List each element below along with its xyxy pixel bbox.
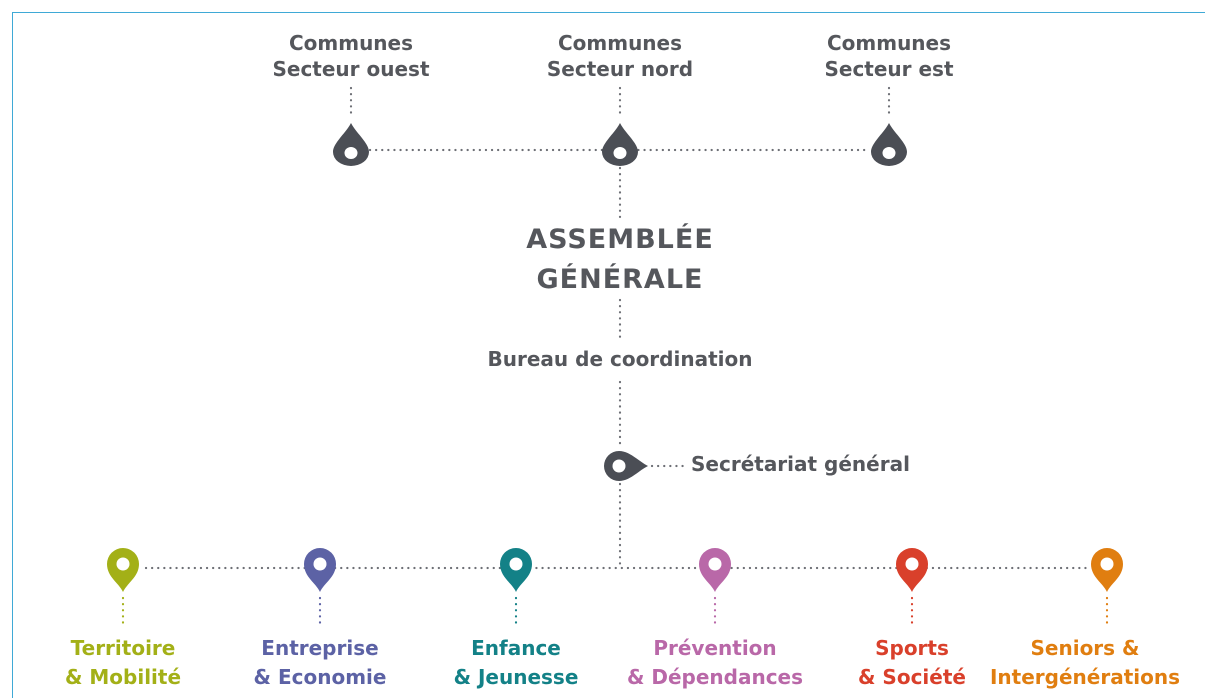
sideways-drop-icon [604, 451, 648, 481]
map-pin-icon [896, 548, 928, 592]
commission-line2: & Mobilité [64, 665, 182, 689]
commission-enfance-label: Enfance & Jeunesse [396, 634, 636, 692]
commune-nord-label: Communes Secteur nord [510, 30, 730, 82]
commission-line1: Seniors & [1030, 636, 1140, 660]
commission-line1: Prévention [653, 636, 777, 660]
commission-territoire-label: Territoire & Mobilité [3, 634, 243, 692]
assembly-line1: ASSEMBLÉE [526, 224, 714, 255]
commission-seniors-label: Seniors & Intergénérations [965, 634, 1205, 692]
drop-icon [871, 123, 907, 166]
commission-line2: & Société [858, 665, 966, 689]
secretariat-label: Secrétariat général [691, 452, 910, 476]
frame-border-top [12, 12, 1205, 13]
map-pin-icon [1091, 548, 1123, 592]
frame-border-left [12, 12, 13, 698]
bureau-label: Bureau de coordination [487, 347, 753, 371]
drop-icon [602, 123, 638, 166]
commune-nord-line1: Communes [557, 31, 683, 55]
commission-line2: & Jeunesse [453, 665, 579, 689]
commission-line1: Sports [875, 636, 949, 660]
commission-entreprise-label: Entreprise & Economie [200, 634, 440, 692]
map-pin-icon [500, 548, 532, 592]
commune-est-label: Communes Secteur est [779, 30, 999, 82]
map-pin-icon [699, 548, 731, 592]
commune-ouest-label: Communes Secteur ouest [241, 30, 461, 82]
assembly-line2: GÉNÉRALE [536, 264, 704, 295]
commune-est-line1: Communes [826, 31, 952, 55]
commission-line1: Enfance [471, 636, 561, 660]
map-pin-icon [304, 548, 336, 592]
commune-ouest-line1: Communes [288, 31, 414, 55]
commune-est-line2: Secteur est [824, 57, 954, 81]
commission-prevention-label: Prévention & Dépendances [595, 634, 835, 692]
commune-nord-line2: Secteur nord [546, 57, 694, 81]
commission-line2: & Economie [253, 665, 387, 689]
drop-icon [333, 123, 369, 166]
commission-stems [121, 596, 1109, 630]
assembly-title: ASSEMBLÉE GÉNÉRALE [470, 220, 770, 300]
commune-ouest-line2: Secteur ouest [272, 57, 430, 81]
commission-line1: Territoire [70, 636, 176, 660]
commission-line2: & Dépendances [626, 665, 804, 689]
commission-line2: Intergénérations [989, 665, 1180, 689]
map-pin-icon [107, 548, 139, 592]
commission-sports-label: Sports & Société [792, 634, 1032, 692]
commission-line1: Entreprise [261, 636, 379, 660]
